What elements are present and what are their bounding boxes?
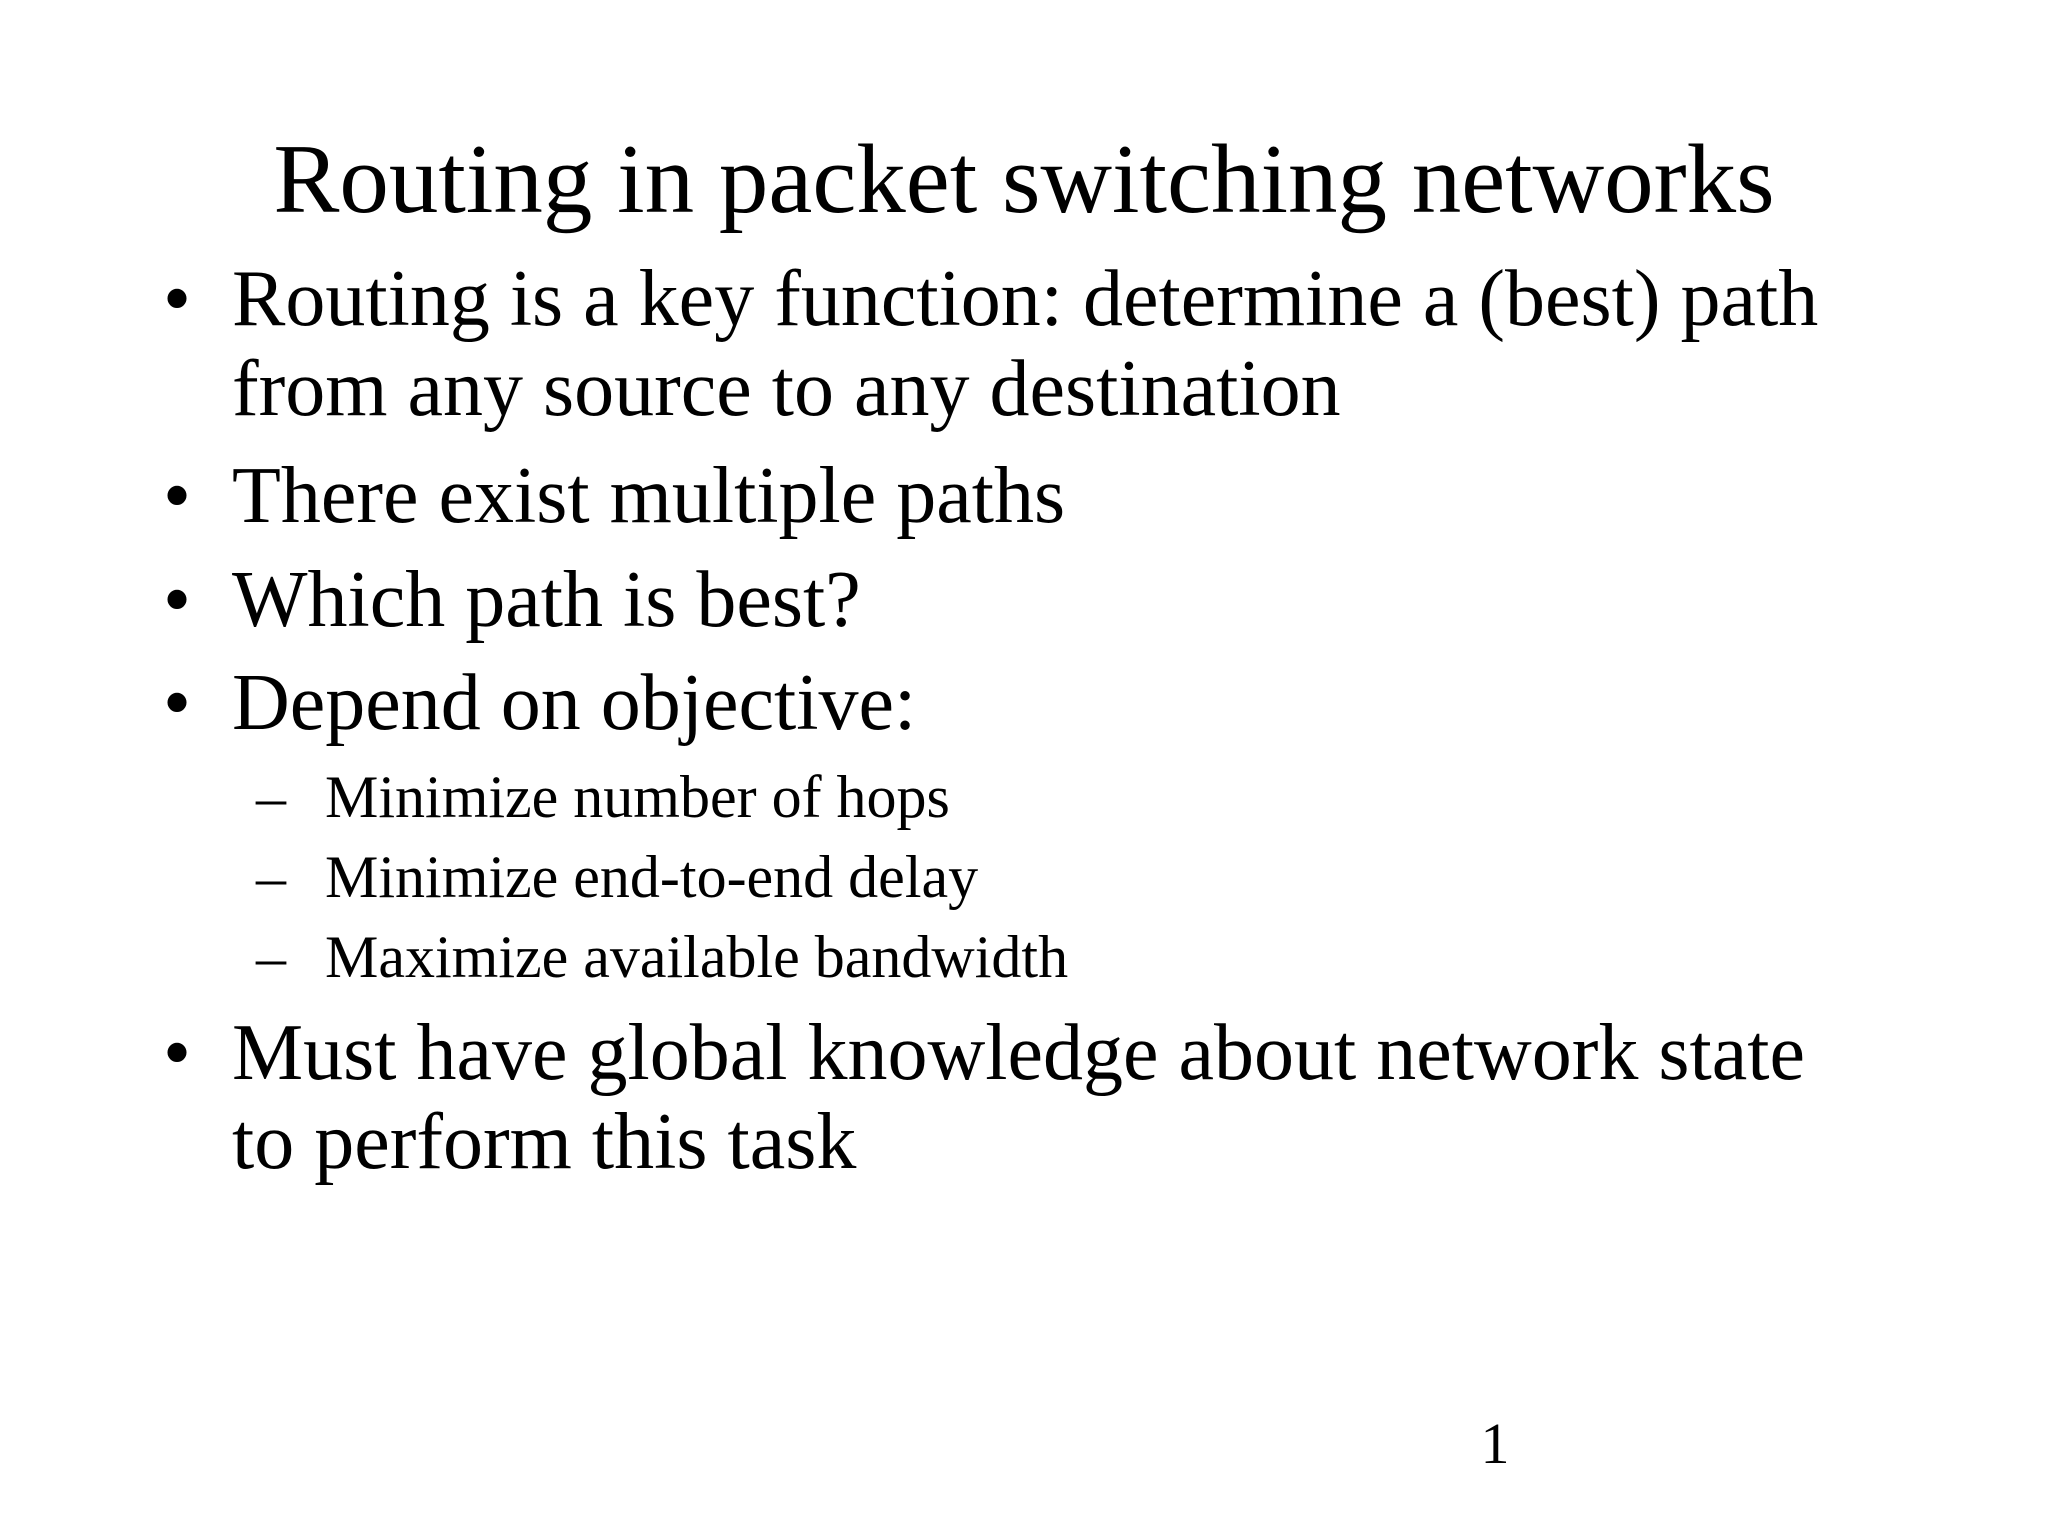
bullet-text: There exist multiple paths [232,452,1066,541]
bullet-text: Routing is a key function: determine a (… [232,255,1819,433]
bullet-marker-icon [163,556,203,646]
bullet-item: Routing is a key function: determine a (… [0,255,2048,434]
bullet-item: Which path is best? [0,556,2048,646]
bullet-item: Depend on objective: [0,659,2048,749]
bullet-marker-icon [163,255,203,345]
page-number: 1 [1480,1411,1510,1476]
slide-body-content: Routing is a key function: determine a (… [0,255,2048,1201]
sub-bullet-item: Maximize available bandwidth [0,922,2048,992]
bullet-text: Must have global knowledge about network… [232,1008,1805,1187]
slide-title: Routing in packet switching networks [273,125,1775,235]
bullet-marker-icon [163,1009,203,1099]
sub-bullet-text: Minimize end-to-end delay [325,844,979,911]
sub-bullet-item: Minimize end-to-end delay [0,842,2048,912]
sub-bullet-text: Maximize available bandwidth [325,924,1069,991]
sub-bullet-dash-icon [256,762,304,832]
sub-bullet-list: Minimize number of hops Minimize end-to-… [0,762,2048,993]
sub-bullet-dash-icon [256,842,304,912]
bullet-marker-icon [163,659,203,749]
sub-bullet-item: Minimize number of hops [0,762,2048,832]
bullet-item: Must have global knowledge about network… [0,1009,2048,1188]
bullet-text: Depend on objective: [232,659,917,748]
bullet-marker-icon [163,452,203,542]
sub-bullet-dash-icon [256,922,304,992]
bullet-text: Which path is best? [232,555,861,644]
bullet-item: There exist multiple paths [0,452,2048,542]
sub-bullet-text: Minimize number of hops [325,763,950,830]
